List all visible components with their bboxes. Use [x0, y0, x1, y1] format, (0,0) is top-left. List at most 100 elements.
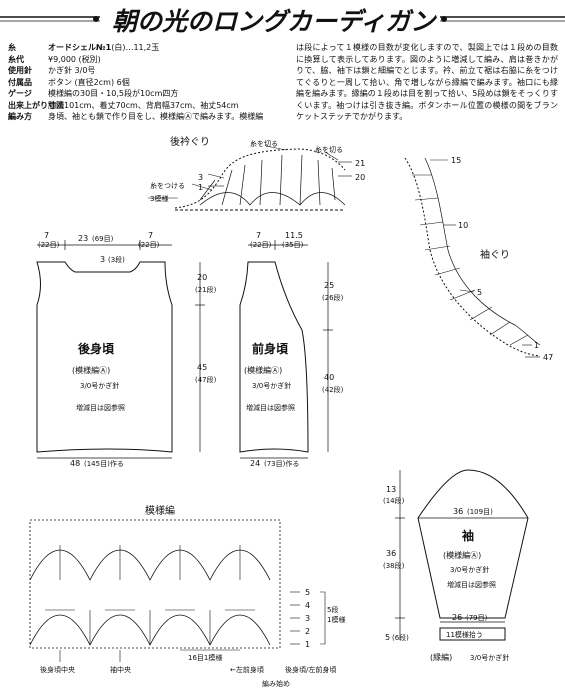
sleeve-cap-h-sub: (14段)	[383, 496, 405, 505]
back-body-outline	[36, 240, 205, 459]
back-body-pattern: (模様編Ⓐ)	[72, 365, 110, 375]
front-top-left: 7	[256, 231, 261, 240]
sleeve-bottom: 26	[452, 613, 462, 622]
stitch-row5-note2: 1模様	[327, 615, 345, 624]
armhole-chart	[404, 157, 541, 358]
back-neck-thread-attach: 糸をつける	[150, 181, 185, 190]
stitch-row-number: 3	[305, 614, 310, 623]
back-neck-row-20: 20	[355, 173, 365, 182]
spec-value-text: かぎ針 3/0号	[48, 66, 96, 75]
sleeve-top-w: 36	[453, 507, 463, 516]
spec-value-text: 身頃、袖とも鎖で作り目をし、模様編Ⓐで編みます。模様編	[48, 112, 264, 121]
spec-value: ¥9,000 (税別)	[48, 54, 288, 66]
sleeve-note: 増減目は図参照	[447, 580, 496, 589]
sleeve-needle: 3/0号かぎ針	[450, 565, 489, 574]
stitch-row-number: 1	[305, 640, 310, 649]
back-neck-row-21: 21	[355, 159, 365, 168]
spec-label: 糸代	[8, 54, 24, 64]
back-bottom-sub: (145目)作る	[84, 459, 124, 468]
stitch-left-front-2: 後身頃/左前身頃	[285, 665, 336, 674]
front-lower-h-sub: (42段)	[322, 385, 344, 394]
spec-value-text: 模様編の30目・10,5段が10cm四方	[48, 89, 179, 98]
back-neck-depth: 3	[100, 255, 105, 264]
sleeve-edge: (縁編)	[430, 652, 452, 662]
armhole-row-5: 5	[477, 288, 482, 297]
back-top-mid-sub: (69目)	[92, 235, 114, 243]
armhole-row-47: 47	[543, 353, 553, 362]
stitch-pattern-16: 16目1模様	[188, 653, 222, 662]
spec-value: 身頃、袖とも鎖で作り目をし、模様編Ⓐで編みます。模様編	[48, 111, 288, 123]
sleeve-top-w-sub: (109目)	[467, 508, 493, 516]
sleeve-cuff-h-sub: (6段)	[392, 633, 409, 642]
sleeve-edge-needle: 3/0号かぎ針	[470, 653, 509, 662]
back-body-title: 後身頃	[78, 341, 115, 356]
front-top-left-sub: (22目)	[250, 241, 272, 249]
back-top-left: 7	[44, 231, 49, 240]
stitch-row-labels: 5 4 3 2 1	[305, 588, 310, 649]
spec-row: 使用針かぎ針 3/0号	[8, 65, 288, 77]
sleeve-bottom-sub: (79目)	[466, 614, 488, 622]
spec-value-text: 胸囲101cm、着丈70cm、背肩幅37cm、袖丈54cm	[48, 100, 239, 110]
spec-value: 模様編の30目・10,5段が10cm四方	[48, 88, 288, 100]
sleeve-outline	[395, 469, 529, 641]
back-armhole-h-sub: (21段)	[195, 285, 217, 294]
spec-value: 胸囲101cm、着丈70cm、背肩幅37cm、袖丈54cm	[48, 100, 288, 112]
spec-value-text: ¥9,000 (税別)	[48, 54, 101, 64]
stitch-left-front: ←左前身頃	[230, 665, 264, 674]
stitch-pattern-chart	[29, 519, 326, 662]
front-top-right: 11.5	[285, 231, 303, 240]
sleeve-cuff-h: 5	[385, 633, 390, 642]
sleeve-pattern: (模様編Ⓐ)	[443, 550, 481, 560]
spec-row: 編み方 身頃、袖とも鎖で作り目をし、模様編Ⓐで編みます。模様編	[8, 111, 288, 123]
stitch-row-number: 2	[305, 627, 310, 636]
front-lower-h: 40	[324, 373, 334, 382]
back-bottom: 48	[70, 459, 80, 468]
front-body-outline	[239, 240, 333, 459]
back-neck-row-1: 1	[198, 183, 203, 192]
front-neck-h-sub: (26段)	[322, 293, 344, 302]
instructions-text: は段によって１模様の目数が変化しますので、製図上では１段めの目数に換算して表示し…	[296, 43, 558, 121]
page-title: 朝の光のロングカーディガン	[112, 7, 436, 36]
armhole-row-15: 15	[451, 156, 461, 165]
front-bottom-sub: (73目)作る	[264, 459, 299, 468]
back-neck-thread-cut-2: 糸を切る	[315, 145, 343, 154]
stitch-row-number: 4	[305, 601, 310, 610]
back-top-left-sub: (22目)	[38, 241, 60, 249]
spec-row: 糸 オードシェル№1(白)…11,2玉	[8, 42, 288, 54]
back-body-h-sub: (47段)	[195, 375, 217, 384]
armhole-row-1: 1	[534, 341, 539, 350]
spec-row: 糸代 ¥9,000 (税別)	[8, 54, 288, 66]
spec-value-text: (白)…11,2玉	[111, 43, 160, 52]
front-body-pattern: (模様編Ⓐ)	[244, 365, 282, 375]
sleeve-cuff-pattern: 11模様拾う	[446, 630, 483, 639]
back-neck-depth-sub: (3段)	[108, 255, 125, 264]
front-body-title: 前身頃	[252, 341, 289, 356]
back-neck-row-3: 3	[198, 173, 203, 182]
front-neck-h: 25	[324, 281, 334, 290]
spec-row: 付属品ボタン (直径2cm) 6個	[8, 77, 288, 89]
stitch-sleeve-center: 袖中央	[110, 665, 131, 674]
spec-value: オードシェル№1(白)…11,2玉	[48, 42, 288, 54]
back-neck-thread-cut: 糸を切る	[250, 139, 278, 148]
spec-row: 出来上がり寸法胸囲101cm、着丈70cm、背肩幅37cm、袖丈54cm	[8, 100, 288, 112]
stitch-pattern-title: 模様編	[145, 504, 175, 517]
front-bottom: 24	[250, 459, 260, 468]
title-decoration	[0, 16, 565, 22]
back-neck-pattern-count: 3模様	[150, 194, 168, 203]
spec-label: 編み方	[8, 112, 32, 121]
spec-label: ゲージ	[8, 89, 32, 98]
armhole-row-10: 10	[458, 221, 468, 230]
sleeve-cap-h: 13	[386, 485, 396, 494]
back-top-right-sub: (22目)	[138, 241, 160, 249]
title-bar: 朝の光のロングカーディガン	[0, 0, 565, 36]
sleeve-length: 36	[386, 549, 396, 558]
stitch-row-number: 5	[305, 588, 310, 597]
back-neck-title: 後衿ぐり	[170, 135, 210, 148]
spec-value: ボタン (直径2cm) 6個	[48, 77, 288, 89]
stitch-row5-note: 5段	[327, 605, 338, 614]
back-neck-chart	[148, 145, 352, 211]
sleeve-length-sub: (38段)	[383, 561, 405, 570]
spec-label: 糸	[8, 43, 16, 52]
